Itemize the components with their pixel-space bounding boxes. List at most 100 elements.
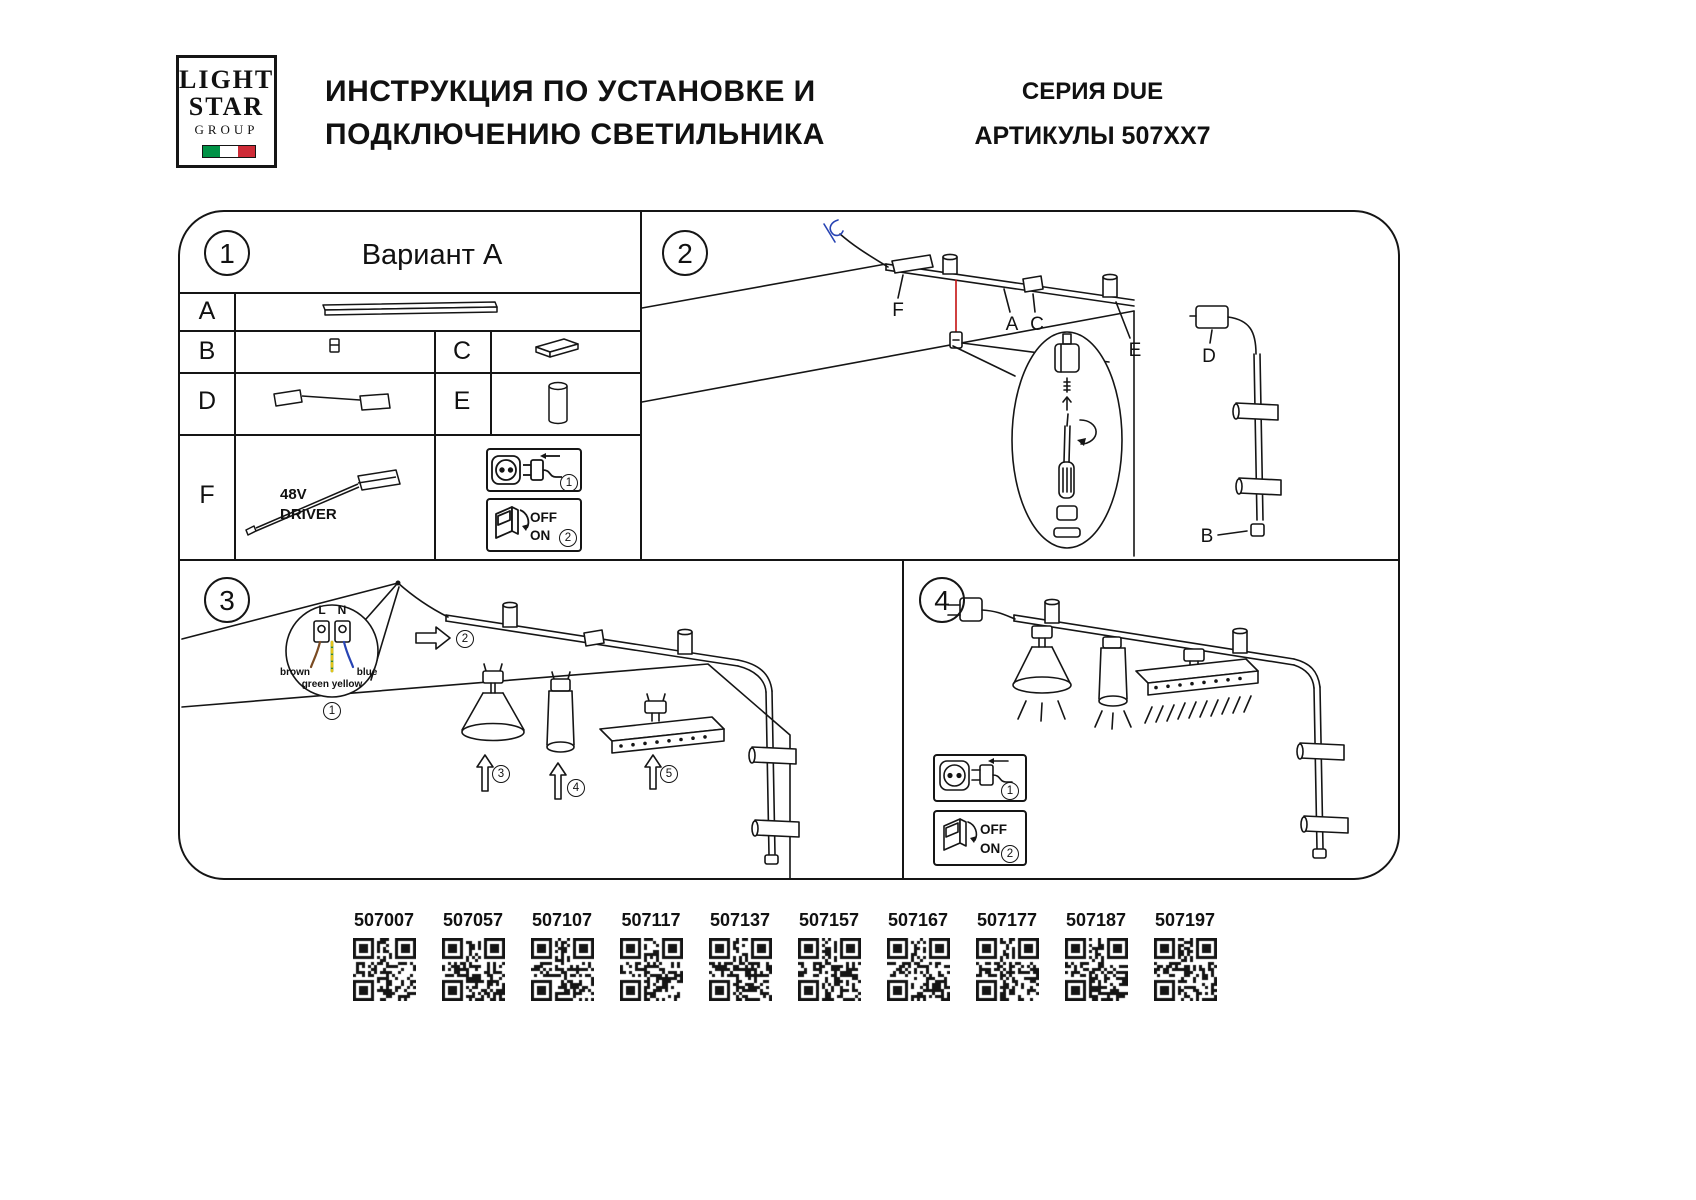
qr-codes-section: 507007 507057 507107 507117 507137 507157 5071… xyxy=(0,910,1696,1020)
qr-article-number: 507007 xyxy=(353,910,415,930)
step-1-badge: 1 xyxy=(560,474,578,492)
qr-article-number: 507117 xyxy=(621,910,681,930)
qr-item: 507007 xyxy=(344,910,424,1001)
instruction-panel: 1 Вариант A A B C D E F 48V DRIVER OFF O… xyxy=(178,210,1400,880)
socket-plug-icon xyxy=(933,754,1027,802)
ceiling-installation-diagram xyxy=(641,219,1282,557)
terminal-n-label: N xyxy=(337,603,347,617)
articles-code: АРТИКУЛЫ 507XX7 xyxy=(974,122,1211,150)
document-title: ИНСТРУКЦИЯ ПО УСТАНОВКЕ И ПОДКЛЮЧЕНИЮ СВ… xyxy=(325,70,825,156)
wiring-lamp-installation-diagram xyxy=(181,580,800,880)
terminal-l-label: L xyxy=(318,603,326,617)
qr-article-number: 507177 xyxy=(976,910,1038,930)
qr-item: 507187 xyxy=(1056,910,1136,1001)
section-2-number: 2 xyxy=(662,230,708,276)
part-label-b: B xyxy=(198,337,216,365)
step-cone-lamp-badge: 3 xyxy=(492,765,510,783)
logo-text-group: GROUP xyxy=(194,122,259,137)
step-wiring-badge: 1 xyxy=(323,702,341,720)
grid-line xyxy=(234,292,236,559)
panel-divider xyxy=(640,212,642,559)
qr-item: 507197 xyxy=(1145,910,1225,1001)
grid-line xyxy=(180,434,640,436)
part-label-e: E xyxy=(453,387,471,415)
driver-name-label: DRIVER xyxy=(280,506,337,523)
switch-off-label: OFF xyxy=(530,510,557,525)
part-label-a: A xyxy=(198,297,216,325)
wire-blue-label: blue xyxy=(356,667,378,678)
variant-title: Вариант A xyxy=(361,239,503,271)
logo-text-star: STAR xyxy=(188,92,265,121)
qr-item: 507167 xyxy=(878,910,958,1001)
qr-item: 507107 xyxy=(522,910,602,1001)
series-name: СЕРИЯ DUE xyxy=(1021,78,1164,105)
qr-article-number: 507197 xyxy=(1154,910,1216,930)
qr-article-number: 507137 xyxy=(709,910,771,930)
qr-article-number: 507167 xyxy=(887,910,949,930)
point-label-a: A xyxy=(1005,314,1019,335)
step-linear-lamp-badge: 5 xyxy=(660,765,678,783)
qr-article-number: 507187 xyxy=(1065,910,1127,930)
panel-divider xyxy=(180,559,1398,561)
standoff-cylinder-drawing xyxy=(548,381,568,425)
panel-divider xyxy=(902,559,904,879)
driver-voltage-label: 48V xyxy=(280,486,307,503)
qr-item: 507157 xyxy=(789,910,869,1001)
grid-line xyxy=(180,330,640,332)
document-title-line2: ПОДКЛЮЧЕНИЮ СВЕТИЛЬНИКА xyxy=(325,118,825,151)
lightstar-logo: LIGHT STAR GROUP xyxy=(176,55,277,168)
step-2-badge: 2 xyxy=(1001,845,1019,863)
qr-article-number: 507157 xyxy=(798,910,860,930)
wire-brown-label: brown xyxy=(280,667,310,678)
connector-drawing xyxy=(273,389,391,411)
surface-bracket-drawing xyxy=(535,338,579,358)
socket-plug-icon xyxy=(486,448,582,492)
qr-code xyxy=(619,938,683,1001)
point-label-e: E xyxy=(1128,340,1142,361)
qr-item: 507057 xyxy=(433,910,513,1001)
qr-article-number: 507107 xyxy=(531,910,593,930)
power-switch-icon xyxy=(933,810,1027,866)
point-label-d: D xyxy=(1202,346,1216,367)
end-cap-drawing xyxy=(329,338,340,353)
point-label-b: B xyxy=(1200,526,1214,547)
step-spot-lamp-badge: 4 xyxy=(567,779,585,797)
section-1-number: 1 xyxy=(204,230,250,276)
grid-line xyxy=(434,330,436,559)
qr-code xyxy=(1153,938,1217,1001)
qr-code xyxy=(1064,938,1128,1001)
qr-article-number: 507057 xyxy=(442,910,504,930)
wire-green-yellow-label: green yellow xyxy=(301,679,363,690)
grid-line xyxy=(180,292,640,294)
part-label-c: C xyxy=(452,337,472,365)
qr-code xyxy=(530,938,594,1001)
step-2-badge: 2 xyxy=(559,529,577,547)
point-label-c: C xyxy=(1030,314,1044,335)
qr-code xyxy=(708,938,772,1001)
qr-code xyxy=(352,938,416,1001)
part-label-f: F xyxy=(199,481,215,509)
qr-code xyxy=(975,938,1039,1001)
qr-code xyxy=(797,938,861,1001)
driver-cable-drawing xyxy=(245,469,401,536)
part-label-d: D xyxy=(197,387,217,415)
switch-on-label: ON xyxy=(530,528,551,543)
switch-on-label: ON xyxy=(980,841,1001,856)
qr-item: 507177 xyxy=(967,910,1047,1001)
grid-line xyxy=(490,330,492,434)
grid-line xyxy=(180,372,640,374)
qr-item: 507137 xyxy=(700,910,780,1001)
step-1-badge: 1 xyxy=(1001,782,1019,800)
step-feed-badge: 2 xyxy=(456,630,474,648)
italy-flag-icon xyxy=(202,145,256,158)
section-3-number: 3 xyxy=(204,577,250,623)
logo-text-light: LIGHT xyxy=(179,65,275,94)
track-rail-drawing xyxy=(322,301,498,316)
point-label-f: F xyxy=(892,300,904,321)
switch-off-label: OFF xyxy=(980,822,1007,837)
qr-code xyxy=(441,938,505,1001)
power-switch-icon xyxy=(486,498,582,552)
document-title-line1: ИНСТРУКЦИЯ ПО УСТАНОВКЕ И xyxy=(325,75,816,108)
qr-code xyxy=(886,938,950,1001)
